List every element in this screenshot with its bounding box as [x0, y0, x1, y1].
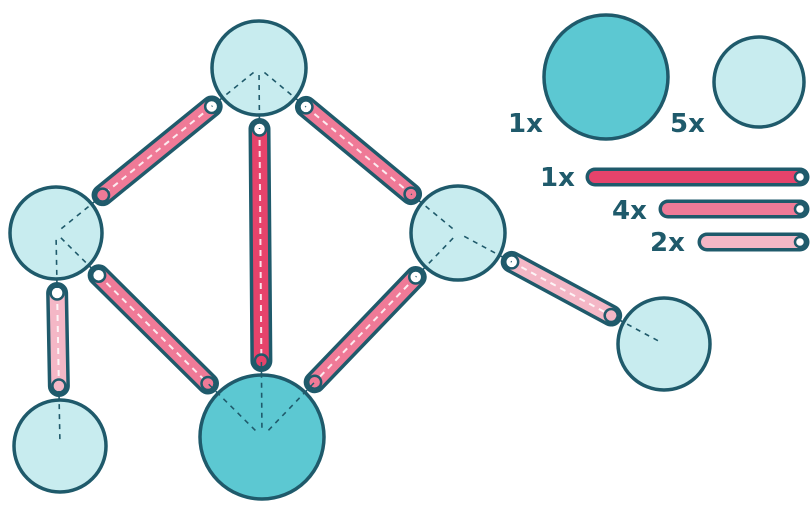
rod-right-to-bottom-center — [303, 265, 427, 394]
peg-line — [420, 237, 454, 272]
peg-line — [60, 237, 94, 271]
peg-line — [60, 199, 97, 230]
legend-large-sphere — [542, 13, 670, 141]
atom-spheres — [8, 19, 712, 501]
sphere-right — [409, 184, 507, 282]
connection-rods — [46, 67, 665, 447]
rod-top-to-right — [294, 95, 423, 206]
legend-long-rod-count: 1x — [540, 163, 575, 193]
legend-short-rod-count: 2x — [650, 228, 685, 258]
peg-line — [263, 71, 301, 103]
legend-medium-rod-count: 4x — [612, 196, 647, 226]
legend-medium-rod — [658, 199, 810, 219]
legend-large-sphere-count: 1x — [508, 109, 543, 139]
sphere-far-right — [616, 296, 712, 392]
rod-left-to-bottom-center — [87, 264, 219, 395]
peg-line — [416, 198, 454, 230]
peg-line — [55, 239, 58, 286]
sphere-left — [8, 185, 104, 281]
rod-right-to-far-right — [500, 250, 623, 327]
sphere-top — [210, 19, 308, 117]
peg-line — [617, 318, 659, 342]
peg-line — [217, 71, 255, 103]
rod-left-to-bottom-left — [46, 281, 70, 398]
legend-small-sphere — [712, 35, 806, 129]
legend-short-rod — [697, 232, 810, 252]
legend-small-sphere-count: 5x — [670, 109, 705, 139]
parts-legend: 1x 5x 1x 4x 2x — [508, 13, 810, 258]
peg-line — [58, 393, 61, 440]
peg-line — [463, 235, 506, 259]
rod-top-to-bottom-center — [248, 117, 273, 373]
rod-top-to-left — [91, 95, 223, 207]
sphere-bottom-left — [12, 398, 108, 494]
legend-long-rod — [585, 167, 810, 187]
